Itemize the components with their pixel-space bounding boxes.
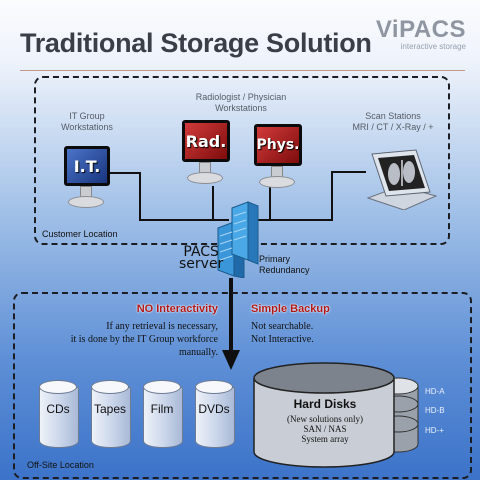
it-workstation: I.T. <box>62 146 112 212</box>
tapes-label: Tapes <box>93 402 127 416</box>
wire-scan-v <box>331 171 333 221</box>
pacs-label: PACS <box>183 244 219 260</box>
no-interactivity-title: NO Interactivity <box>136 303 218 315</box>
simple-backup-title: Simple Backup <box>251 303 330 315</box>
pacs-server-icon <box>214 198 264 279</box>
logo-name: ViPACS <box>375 16 466 43</box>
primary-redundancy-label: Primary Redundancy <box>259 254 310 275</box>
dvds-cylinder: DVDs <box>195 380 235 448</box>
wire-it-v <box>139 172 141 220</box>
wire-scan-h <box>331 171 366 173</box>
wire-it-server <box>139 219 229 221</box>
wire-rad <box>212 186 214 220</box>
hd-b-label: HD-B <box>425 406 445 415</box>
rad-screen: Rad. <box>182 120 230 162</box>
radiologist-label: Radiologist / Physician Workstations <box>195 92 287 113</box>
down-arrow-icon <box>221 278 241 370</box>
wire-it-h <box>106 172 140 174</box>
physician-workstation: Phys. <box>252 124 306 192</box>
customer-location-label: Customer Location <box>42 229 118 239</box>
vipacs-logo: ViPACS interactive storage <box>375 16 466 52</box>
it-group-label: IT Group Workstations <box>61 111 113 132</box>
hd-plus-label: HD-+ <box>425 426 444 435</box>
wire-phys <box>269 186 271 220</box>
dvds-label: DVDs <box>198 402 230 416</box>
film-label: Film <box>150 402 174 416</box>
cds-label: CDs <box>46 402 70 416</box>
page-title: Traditional Storage Solution <box>20 28 372 58</box>
cds-cylinder: CDs <box>39 380 79 448</box>
server-label: server <box>179 256 224 272</box>
pacs-server-label: PACS server <box>179 244 224 272</box>
offsite-location-label: Off-Site Location <box>27 460 94 470</box>
logo-tagline: interactive storage <box>400 42 466 51</box>
title-divider <box>20 70 465 71</box>
scan-stations-label: Scan Stations MRI / CT / X-Ray / + <box>352 111 434 132</box>
phys-screen: Phys. <box>254 124 302 166</box>
radiologist-workstation: Rad. <box>180 120 234 188</box>
film-cylinder: Film <box>143 380 183 448</box>
no-interactivity-text: If any retrieval is necessary, it is don… <box>70 321 218 358</box>
wire-scan-server <box>248 219 333 221</box>
hard-disks-text: Hard Disks (New solutions only) SAN / NA… <box>256 397 394 444</box>
hard-disks-note: (New solutions only) SAN / NAS System ar… <box>287 414 363 444</box>
scan-station <box>364 148 438 211</box>
hd-a-label: HD-A <box>425 387 445 396</box>
tapes-cylinder: Tapes <box>91 380 131 448</box>
offsite-location-box <box>13 292 472 479</box>
it-screen: I.T. <box>64 146 110 186</box>
simple-backup-text: Not searchable. Not Interactive. <box>251 321 314 345</box>
hard-disks-array <box>252 356 462 468</box>
hard-disks-title: Hard Disks <box>293 397 357 411</box>
